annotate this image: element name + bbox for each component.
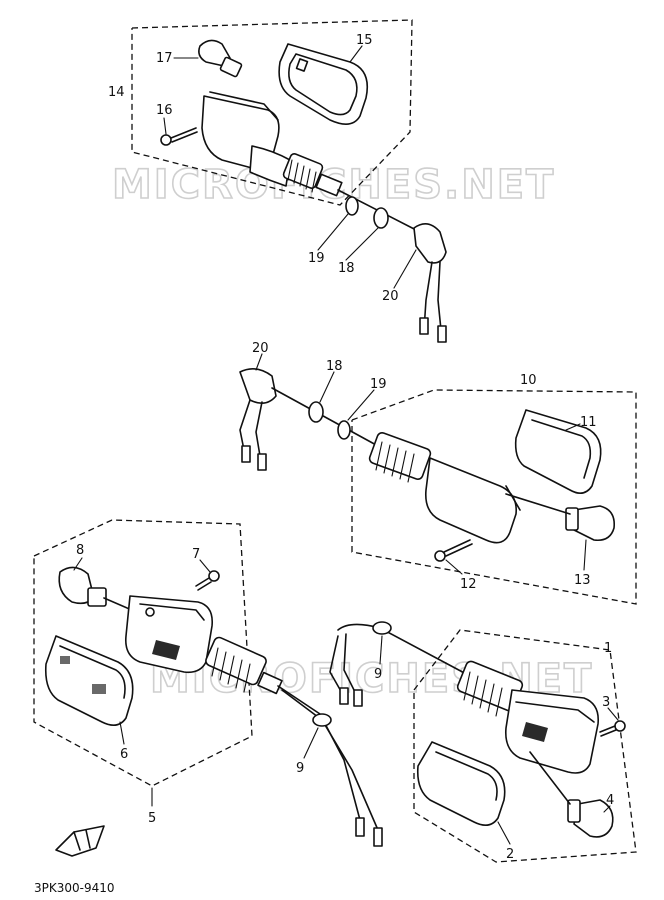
terminal-d2 (353, 689, 363, 707)
assembly-1-boundary (413, 629, 637, 863)
terminal-b1 (241, 445, 251, 463)
callout-3: 3 (602, 695, 610, 710)
screw-7 (195, 570, 220, 591)
callout-16: 16 (156, 103, 173, 118)
screw-12 (434, 539, 473, 562)
callout-17: 17 (156, 51, 173, 66)
terminal-d1 (339, 687, 349, 705)
wire-10 (271, 387, 379, 447)
terminal-c1 (355, 817, 365, 837)
callout-7: 7 (192, 547, 200, 562)
grommet-20b (239, 368, 277, 404)
callout-11: 11 (580, 415, 597, 430)
assembly-5-front-left-flasher: 8 7 6 5 9 (33, 519, 383, 847)
lens-15 (278, 43, 369, 125)
housing-14 (201, 91, 343, 197)
terminal-c2 (373, 827, 383, 847)
callout-2: 2 (506, 847, 514, 862)
callout-13: 13 (574, 573, 591, 588)
callout-1: 1 (604, 641, 612, 656)
callout-12: 12 (460, 577, 477, 592)
terminal-a1 (419, 317, 429, 335)
lens-2 (416, 741, 506, 826)
front-direction-arrow (55, 825, 105, 857)
assembly-10-rear-right-flasher: 20 18 19 10 11 12 13 (239, 341, 637, 605)
bulb-17 (198, 39, 243, 78)
callout-8: 8 (76, 543, 84, 558)
grommet-9a (372, 621, 392, 635)
callout-19b: 19 (370, 377, 387, 392)
callout-6: 6 (120, 747, 128, 762)
bulb-8 (58, 566, 107, 607)
assembly-10-boundary (351, 389, 637, 605)
catalog-code: 3PK300-9410 (34, 881, 115, 895)
callout-9b: 9 (296, 761, 304, 776)
bulb-13 (565, 505, 616, 542)
assembly-1-front-right-flasher: 1 3 4 2 9 (329, 621, 637, 863)
screw-16 (160, 127, 198, 146)
wire-5b (281, 689, 379, 831)
grommet-20a (413, 223, 447, 264)
bulb-4-leader (529, 751, 571, 805)
callout-14: 14 (108, 85, 125, 100)
callout-9a: 9 (374, 667, 382, 682)
nut-18b (308, 401, 324, 423)
bulb-4 (567, 799, 614, 838)
assembly-14-boundary (131, 19, 413, 206)
callout-4: 4 (606, 793, 614, 808)
callout-18a: 18 (338, 261, 355, 276)
screw-3 (599, 720, 626, 737)
wire-5a (277, 685, 361, 821)
assembly-5-boundary (33, 519, 253, 787)
washer-19a (345, 196, 359, 216)
callout-10: 10 (520, 373, 537, 388)
callout-20a: 20 (382, 289, 399, 304)
callout-20b: 20 (252, 341, 269, 356)
callout-5: 5 (148, 811, 156, 826)
callout-18b: 18 (326, 359, 343, 374)
housing-10 (368, 431, 521, 544)
terminal-b2 (257, 453, 267, 471)
callout-15: 15 (356, 33, 373, 48)
nut-18a (373, 207, 389, 229)
bulb-13-leader (505, 493, 571, 515)
housing-5 (124, 595, 283, 695)
callout-19a: 19 (308, 251, 325, 266)
grommet-9b (312, 713, 332, 727)
lens-6 (44, 635, 134, 726)
washer-19b (337, 420, 351, 440)
assembly-14-rear-left-flasher: 14 17 16 15 19 18 20 (108, 19, 447, 343)
lens-11 (514, 409, 602, 494)
terminal-a2 (437, 325, 447, 343)
housing-1 (456, 660, 600, 774)
